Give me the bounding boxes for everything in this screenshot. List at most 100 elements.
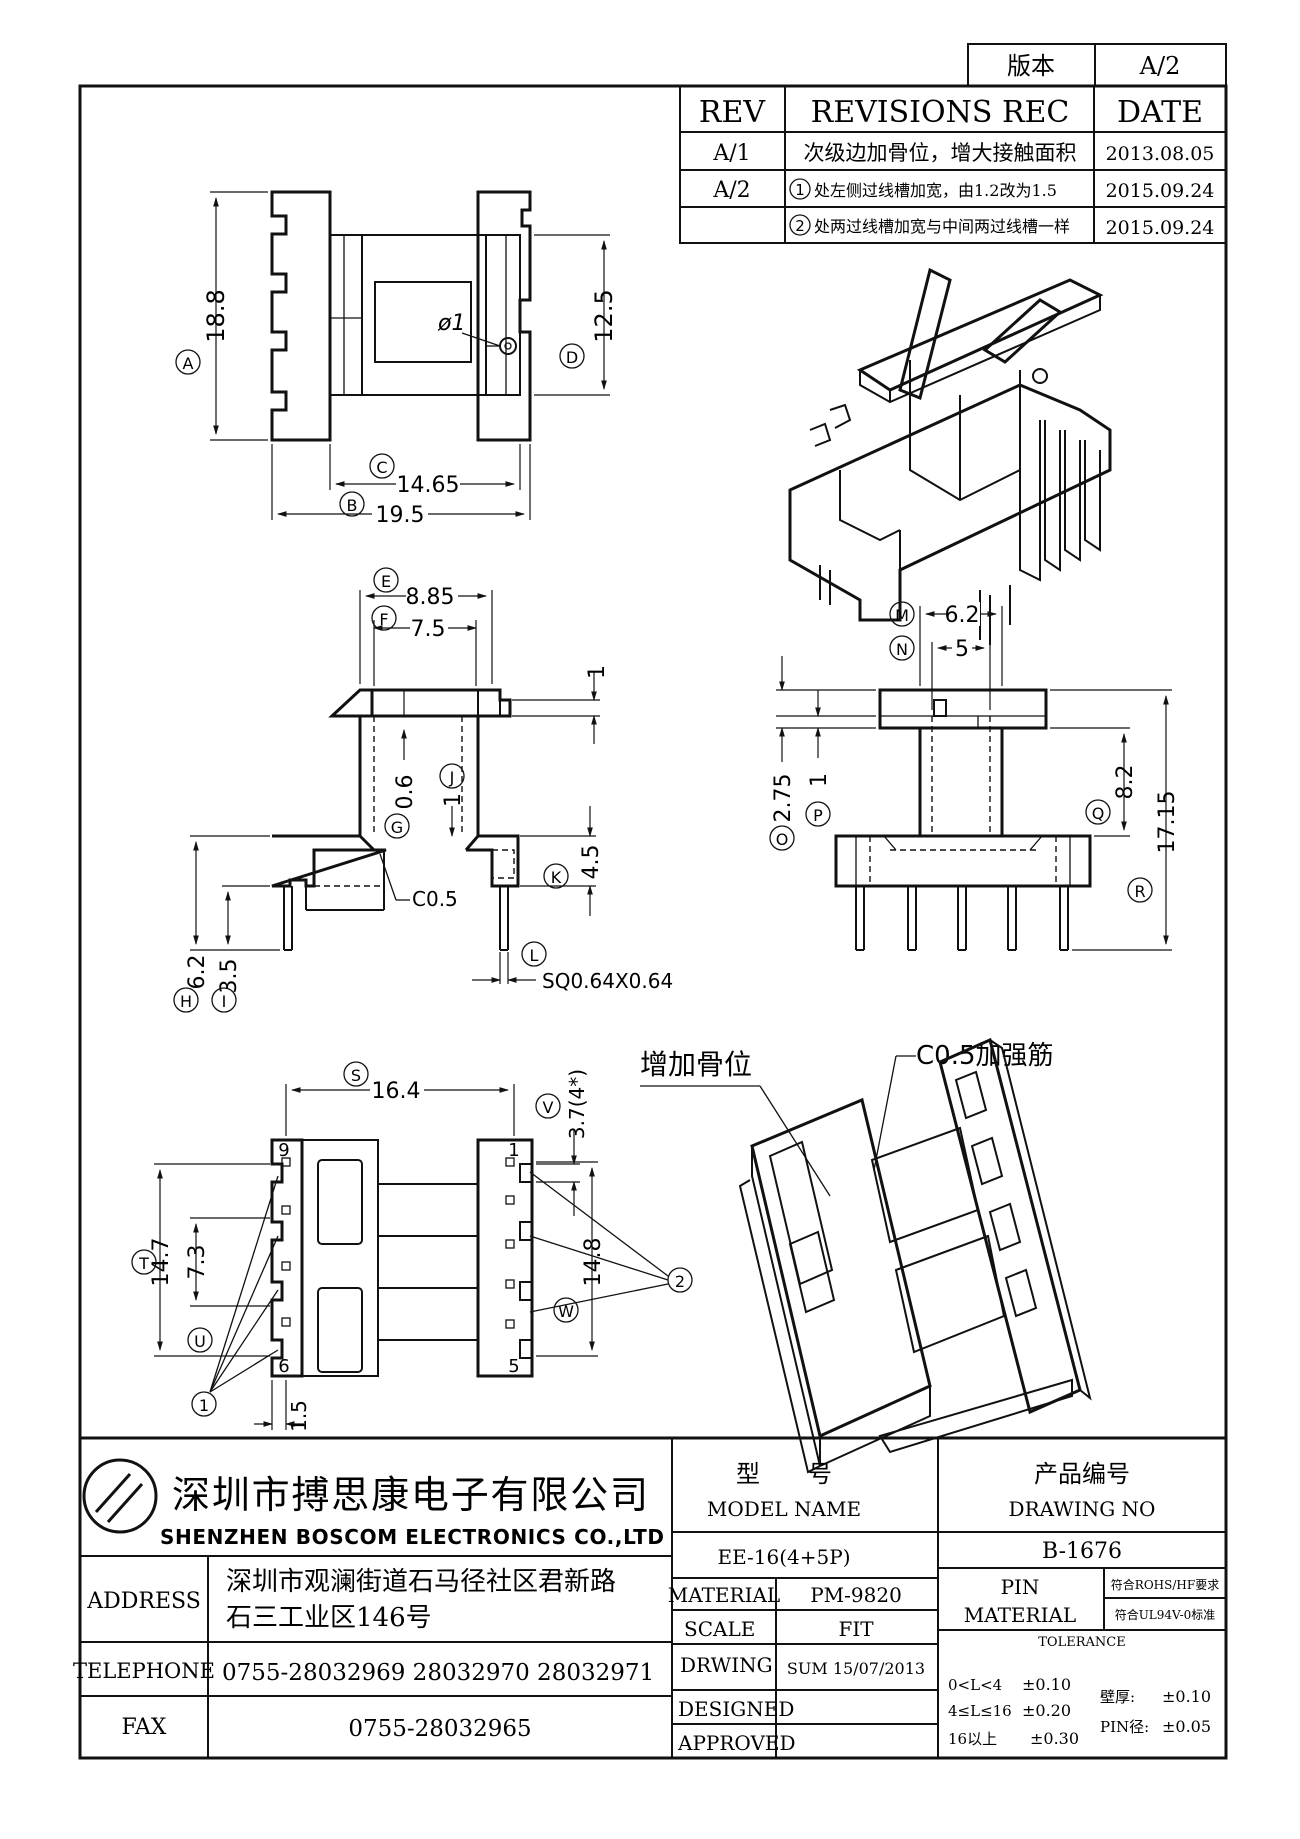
- callout-2-num: 2: [675, 1272, 685, 1291]
- dim-L-letter: L: [530, 946, 539, 965]
- side-view: 6.2 M 5 N 2.75 O 1 P 8.2 Q 17.: [769, 601, 1180, 951]
- telephone-label: TELEPHONE: [73, 1659, 215, 1683]
- dim-H-value: 6.2: [185, 955, 210, 990]
- pin-material-label: MATERIAL: [964, 1603, 1076, 1627]
- isometric-top-view: [788, 267, 1112, 645]
- callout-1-circle: [191, 1391, 217, 1417]
- dim-U-value: 7.3: [185, 1245, 210, 1280]
- chamfer-label: C0.5: [412, 887, 458, 911]
- dim-D-letter: D: [566, 348, 578, 367]
- dim-R-value: 17.15: [1155, 791, 1180, 854]
- dim-N-letter: N: [896, 640, 908, 659]
- tol-1-range: 0<L<4: [948, 1676, 1002, 1694]
- rev-row-3-callout: [789, 214, 811, 236]
- dim-B-letter: B: [347, 496, 358, 515]
- dim-J-letter: J: [449, 768, 455, 787]
- tol-3-range: 16以上: [948, 1730, 997, 1748]
- dim-P-letter: P: [813, 806, 823, 825]
- rib-label: 增加骨位: [640, 1048, 752, 1081]
- dim-K-letter: K: [551, 868, 562, 887]
- rev-row-3-callout-num: 2: [795, 217, 805, 235]
- dim-P-value: 1: [807, 773, 832, 787]
- top-view: ø1 18.8 A 12.5 D 14.65 C 19.5 B: [175, 190, 618, 528]
- rev-row-2-date: 2015.09.24: [1106, 180, 1215, 202]
- pin-size-label: SQ0.64X0.64: [542, 969, 673, 993]
- dim-M-value: 6.2: [945, 603, 980, 628]
- pin-diameter-value: ±0.05: [1162, 1717, 1211, 1736]
- dim-top-value: 1: [585, 665, 610, 679]
- dim-W-value: 14.8: [581, 1238, 606, 1287]
- fax-value: 0755-28032965: [348, 1716, 531, 1742]
- wall-thickness-label: 壁厚:: [1100, 1688, 1135, 1706]
- dim-Q-value: 8.2: [1113, 765, 1138, 800]
- dim-G-letter: G: [391, 818, 403, 837]
- rev-row-2-rev: A/2: [712, 178, 750, 203]
- fax-label: FAX: [122, 1715, 167, 1740]
- model-label-en: MODEL NAME: [707, 1497, 861, 1521]
- dim-A-letter: A: [183, 354, 194, 373]
- drawing-no-value: B-1676: [1042, 1539, 1122, 1564]
- pin-9-label: 9: [278, 1140, 289, 1161]
- model-value: EE-16(4+5P): [717, 1545, 850, 1569]
- drawing-no-label-cn: 产品编号: [1034, 1460, 1130, 1488]
- telephone-value: 0755-28032969 28032970 28032971: [222, 1660, 654, 1686]
- dim-C-letter: C: [376, 458, 387, 477]
- scale-value: FIT: [838, 1617, 874, 1641]
- dim-J-value: 1: [441, 793, 466, 807]
- dim-V-letter: V: [543, 1098, 554, 1117]
- dim-E-letter: E: [381, 572, 391, 591]
- dim-G-value: 0.6: [393, 775, 418, 810]
- designed-label: DESIGNED: [678, 1697, 794, 1721]
- dim-W-letter: W: [558, 1302, 574, 1321]
- hole-label: ø1: [437, 311, 465, 336]
- isometric-bottom-view: 增加骨位 C0.5加强筋: [640, 1037, 1092, 1474]
- revision-block: 版本 A/2 REV REVISIONS REC DATE A/1 次级边加骨位…: [679, 43, 1227, 244]
- approved-label: APPROVED: [677, 1731, 796, 1755]
- address-line-1: 深圳市观澜街道石马径社区君新路: [226, 1567, 616, 1597]
- dim-I-value: 3.5: [217, 959, 242, 994]
- tol-1-value: ±0.10: [1022, 1675, 1071, 1694]
- dim-S-letter: S: [351, 1066, 361, 1085]
- rev-header: REV: [699, 95, 766, 130]
- callout-1-num: 1: [199, 1396, 209, 1415]
- company-name-en: SHENZHEN BOSCOM ELECTRONICS CO.,LTD: [160, 1525, 664, 1549]
- rev-row-2-callout-num: 1: [795, 181, 805, 199]
- material-label: MATERIAL: [668, 1583, 780, 1607]
- dim-F-letter: F: [379, 610, 388, 629]
- dim-T-value: 14.7: [149, 1238, 174, 1287]
- model-label-cn: 型 号: [736, 1460, 832, 1488]
- dim-T-letter: T: [138, 1254, 149, 1273]
- pin-diameter-label: PIN径:: [1100, 1718, 1149, 1736]
- tol-3-value: ±0.30: [1030, 1729, 1079, 1748]
- drwing-value: SUM 15/07/2013: [787, 1659, 925, 1678]
- dim-O-value: 2.75: [771, 774, 796, 823]
- rev-row-2-callout: [789, 178, 811, 200]
- hole-symbol: [499, 337, 517, 355]
- dim-D-value: 12.5: [590, 289, 618, 342]
- pin-5-label: 5: [508, 1356, 519, 1377]
- dim-A-value: 18.8: [202, 289, 230, 342]
- address-line-2: 石三工业区146号: [226, 1603, 432, 1633]
- address-label: ADDRESS: [86, 1589, 201, 1614]
- front-view: 8.85 E 7.5 F 1 0.6 G J 1 C0.5: [173, 567, 673, 1013]
- rev-row-3-rec: 处两过线槽加宽与中间两过线槽一样: [814, 217, 1070, 236]
- revisions-rec-header: REVISIONS REC: [811, 95, 1070, 130]
- version-value: A/2: [1139, 52, 1181, 80]
- tolerance-label: TOLERANCE: [1038, 1635, 1125, 1650]
- dim-M-letter: M: [895, 606, 909, 625]
- dim-E-value: 8.85: [406, 585, 455, 610]
- company-logo: [82, 1458, 158, 1534]
- drwing-label: DRWING: [680, 1653, 773, 1677]
- dim-S-value: 16.4: [372, 1079, 421, 1104]
- dim-F-value: 7.5: [411, 617, 446, 642]
- drawing-no-label-en: DRAWING NO: [1009, 1497, 1156, 1521]
- dim-bottom-value: 1.5: [287, 1400, 311, 1432]
- dim-C-value: 14.65: [397, 473, 460, 498]
- tol-2-value: ±0.20: [1022, 1701, 1071, 1720]
- pin-label: PIN: [1001, 1575, 1040, 1599]
- dim-U-letter: U: [194, 1332, 206, 1351]
- rev-row-1-date: 2013.08.05: [1106, 143, 1215, 165]
- scale-label: SCALE: [684, 1617, 755, 1641]
- material-value: PM-9820: [810, 1583, 902, 1607]
